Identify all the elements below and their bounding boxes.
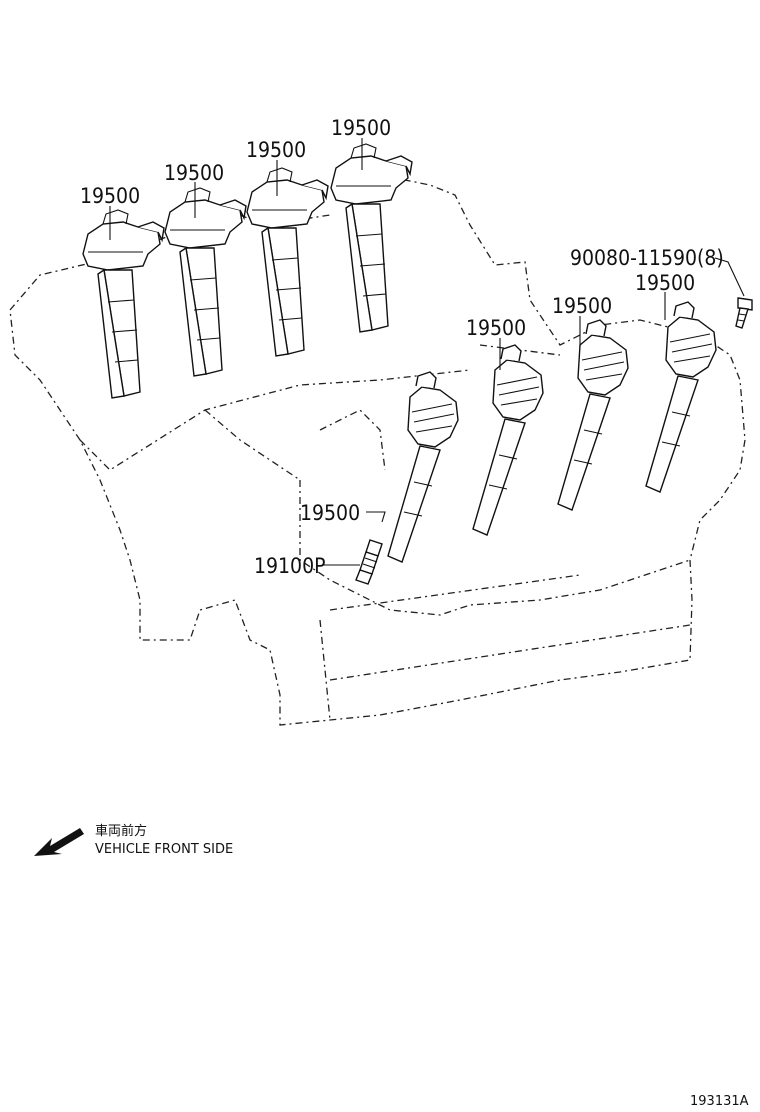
ignition-coil-5: [387, 371, 459, 563]
bolt: [735, 297, 753, 329]
direction-label-en: VEHICLE FRONT SIDE: [95, 842, 233, 857]
coil-label-3: 19500: [246, 138, 306, 162]
coil-label-6: 19500: [552, 294, 612, 318]
ignition-coil-6: [472, 344, 544, 536]
coil-label-1: 19500: [80, 184, 140, 208]
leader-lines: [109, 138, 745, 566]
coil-label-4: 19500: [331, 116, 391, 140]
coil-label-5: 19500: [466, 316, 526, 340]
figure-id: 193131A: [690, 1094, 749, 1109]
spark-plug-label: 19100P: [254, 554, 325, 578]
front-direction-arrow-icon: [34, 828, 84, 856]
ignition-coil-7: [557, 319, 629, 511]
bolt-label: 90080-11590(8): [570, 246, 724, 270]
coil-label-8: 19500: [300, 501, 360, 525]
coil-label-7: 19500: [635, 271, 695, 295]
ignition-coil-8: [645, 301, 717, 493]
ignition-coil-2: [164, 187, 247, 377]
direction-label-jp: 車両前方: [95, 823, 147, 839]
ignition-coil-4: [330, 143, 413, 333]
ignition-coil-3: [246, 167, 329, 357]
spark-plug: [355, 539, 383, 585]
ignition-coil-1: [82, 209, 165, 399]
coil-label-2: 19500: [164, 161, 224, 185]
